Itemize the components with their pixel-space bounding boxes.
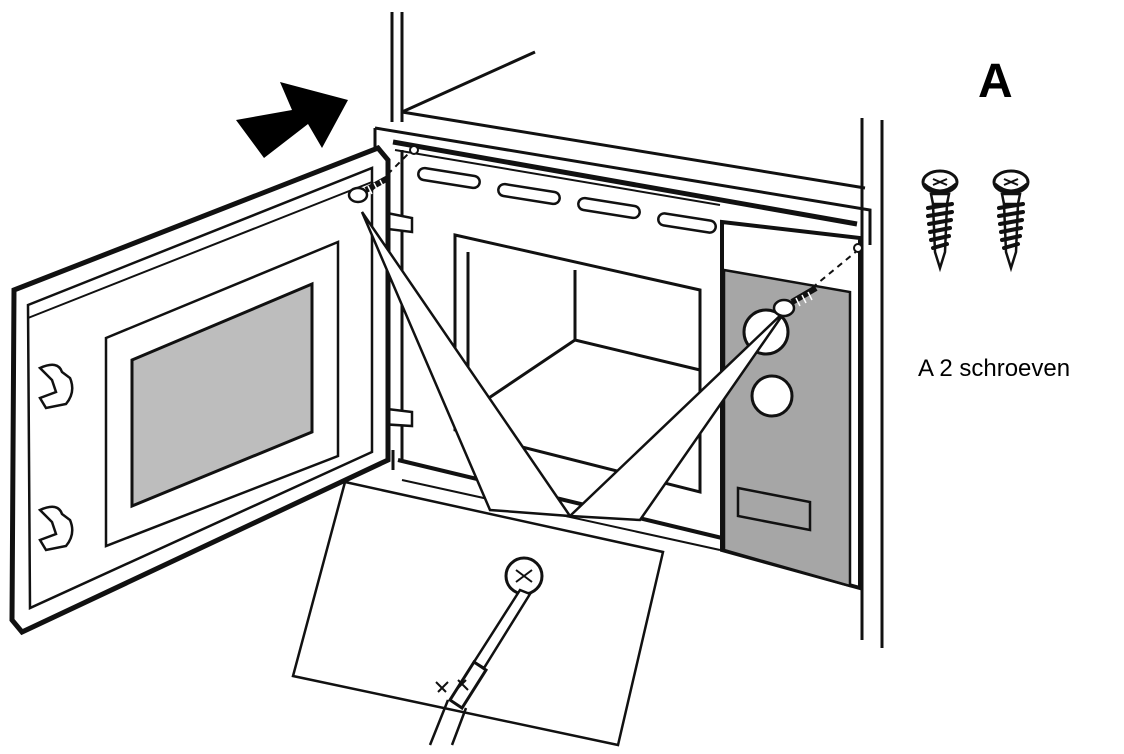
vent-slots: [417, 166, 717, 234]
direction-arrow: [236, 82, 348, 158]
door-screw-icon: [347, 175, 390, 204]
part-caption: A 2 schroeven: [918, 355, 1071, 382]
panel-screw-icon: [772, 285, 818, 318]
screw-hole-panel: [853, 243, 863, 253]
detail-callout: [291, 211, 788, 747]
part-letter-label: A: [978, 55, 1013, 108]
screwdriver-icon: [428, 556, 544, 746]
screw-hole-top: [409, 145, 419, 155]
screw-icon-2: [992, 169, 1030, 270]
screw-icon-1: [921, 169, 959, 270]
control-knob-lower: [750, 374, 794, 418]
door: [9, 145, 391, 636]
